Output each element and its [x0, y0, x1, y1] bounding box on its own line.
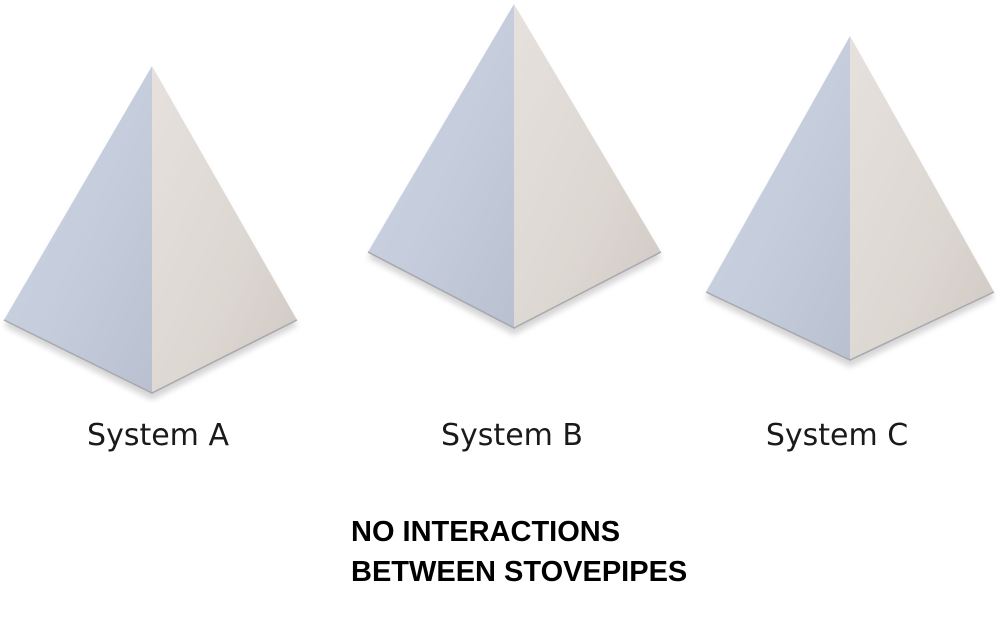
pyramid-b-right-face [514, 4, 661, 328]
caption-line-1: NO INTERACTIONS [351, 516, 621, 548]
pyramid-c-right-face [850, 36, 994, 360]
caption-line-2: BETWEEN STOVEPIPES [351, 556, 688, 588]
system-a-label: System A [87, 418, 229, 453]
pyramid-a-right-face [152, 66, 297, 393]
pyramid-system-b [367, 4, 662, 335]
pyramid-system-a [3, 66, 298, 400]
system-c-label: System C [765, 418, 909, 453]
pyramid-a-left-face [4, 66, 152, 393]
caption: NO INTERACTIONS BETWEEN STOVEPIPES [351, 512, 687, 592]
system-b-label: System B [441, 418, 583, 453]
pyramid-system-c [705, 36, 995, 367]
pyramid-c-left-face [706, 36, 850, 360]
pyramid-b-left-face [368, 4, 514, 328]
